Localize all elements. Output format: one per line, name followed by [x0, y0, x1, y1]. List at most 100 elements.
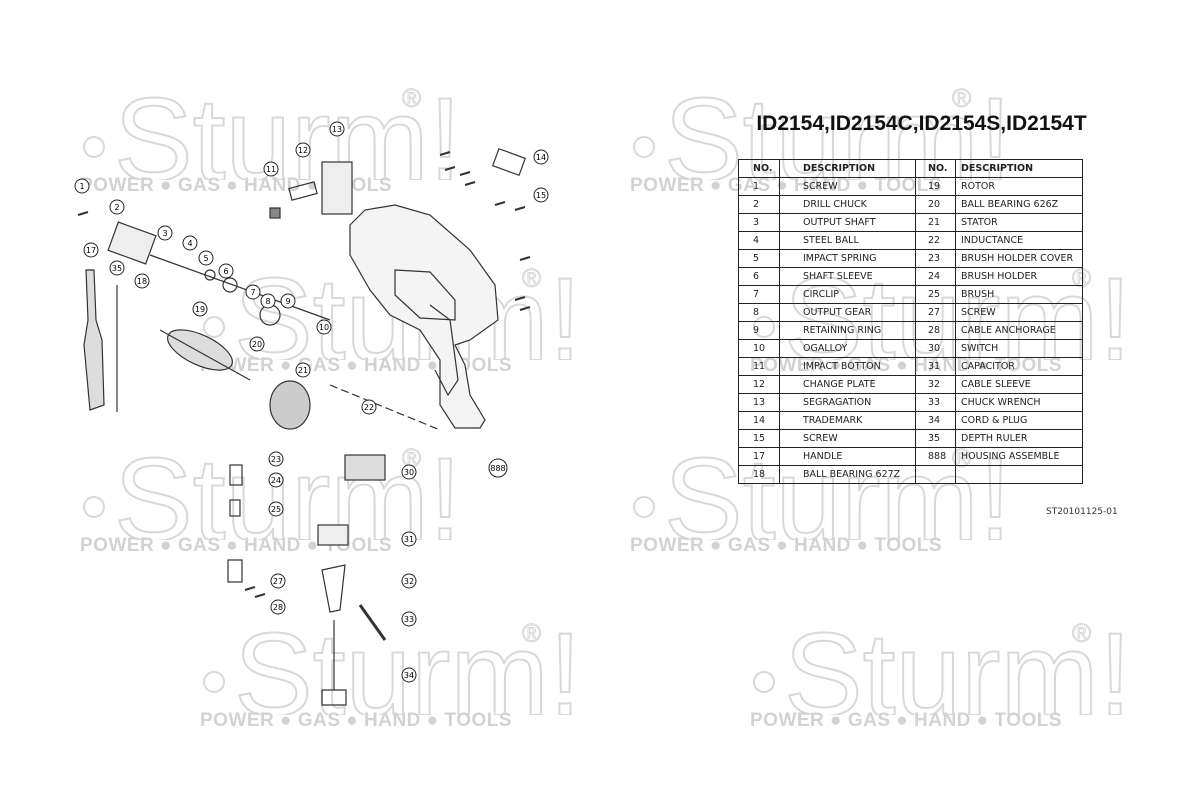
callout-17: 17: [83, 242, 99, 258]
svg-text:23: 23: [271, 455, 281, 464]
screw-part: [459, 171, 471, 176]
svg-text:21: 21: [298, 366, 308, 375]
svg-text:24: 24: [271, 476, 281, 485]
part-number: 14: [738, 411, 780, 430]
callout-4: 4: [182, 235, 198, 251]
sturm-watermark: Sturm!® POWER ● GAS ● HAND ● TOOLS: [750, 620, 1130, 731]
part-description: HOUSING ASSEMBLE: [955, 447, 1083, 466]
part-description: DESCRIPTION: [779, 159, 916, 178]
svg-text:19: 19: [195, 305, 205, 314]
part-number: 2: [738, 195, 780, 214]
part-number: 19: [915, 177, 956, 196]
part-number: 22: [915, 231, 956, 250]
part-number: 30: [915, 339, 956, 358]
part-number: 15: [738, 429, 780, 448]
callout-15: 15: [533, 187, 549, 203]
part-number: 21: [915, 213, 956, 232]
svg-text:1: 1: [79, 182, 84, 191]
callout-33: 33: [401, 611, 417, 627]
callout-7: 7: [245, 284, 261, 300]
part-description: CIRCLIP: [779, 285, 916, 304]
callout-18: 18: [134, 273, 150, 289]
svg-text:34: 34: [404, 671, 414, 680]
page-title: ID2154,ID2154C,ID2154S,ID2154T: [756, 112, 1087, 135]
screw-part: [514, 296, 526, 301]
svg-text:22: 22: [364, 403, 374, 412]
svg-text:Sturm!: Sturm!: [784, 620, 1130, 715]
part-number: 28: [915, 321, 956, 340]
svg-text:11: 11: [266, 165, 276, 174]
part-description: SCREW: [779, 429, 916, 448]
svg-text:9: 9: [285, 297, 290, 306]
svg-text:12: 12: [298, 146, 308, 155]
part-number: 3: [738, 213, 780, 232]
callout-1: 1: [74, 178, 90, 194]
part-number: 7: [738, 285, 780, 304]
part-number: 11: [738, 357, 780, 376]
part-number: 888: [915, 447, 956, 466]
screw-part: [519, 306, 531, 311]
screw-part: [519, 256, 531, 261]
housing-shape: [349, 204, 499, 429]
callout-11: 11: [263, 161, 279, 177]
part-number: 34: [915, 411, 956, 430]
part-description: HANDLE: [779, 447, 916, 466]
callout-35: 35: [109, 260, 125, 276]
svg-text:31: 31: [404, 535, 414, 544]
svg-text:35: 35: [112, 264, 122, 273]
svg-text:33: 33: [404, 615, 414, 624]
part-description: SEGRAGATION: [779, 393, 916, 412]
callout-24: 24: [268, 472, 284, 488]
part-number: NO.: [738, 159, 780, 178]
part-description: DEPTH RULER: [955, 429, 1083, 448]
part-description: TRADEMARK: [779, 411, 916, 430]
part-number: 12: [738, 375, 780, 394]
svg-text:5: 5: [203, 254, 208, 263]
callout-14: 14: [533, 149, 549, 165]
callout-9: 9: [280, 293, 296, 309]
svg-text:4: 4: [187, 239, 192, 248]
callout-2: 2: [109, 199, 125, 215]
part-number: 33: [915, 393, 956, 412]
svg-text:2: 2: [114, 203, 119, 212]
callout-5: 5: [198, 250, 214, 266]
screw-part: [77, 211, 89, 216]
part-number: 9: [738, 321, 780, 340]
callout-12: 12: [295, 142, 311, 158]
part-number: 4: [738, 231, 780, 250]
part-description: CORD & PLUG: [955, 411, 1083, 430]
svg-text:28: 28: [273, 603, 283, 612]
callout-27: 27: [270, 573, 286, 589]
svg-text:13: 13: [332, 125, 342, 134]
part-description: SHAFT SLEEVE: [779, 267, 916, 286]
watermark-tagline: POWER ● GAS ● HAND ● TOOLS: [750, 710, 1063, 731]
part-description: CABLE ANCHORAGE: [955, 321, 1083, 340]
callout-28: 28: [270, 599, 286, 615]
callout-10: 10: [316, 319, 332, 335]
callout-30: 30: [401, 464, 417, 480]
svg-text:15: 15: [536, 191, 546, 200]
part-number: 20: [915, 195, 956, 214]
svg-text:®: ®: [1072, 620, 1091, 648]
svg-text:888: 888: [490, 464, 505, 473]
callout-13: 13: [329, 121, 345, 137]
part-description: SCREW: [779, 177, 916, 196]
callout-21: 21: [295, 362, 311, 378]
callout-6: 6: [218, 263, 234, 279]
svg-text:6: 6: [223, 267, 228, 276]
part-number: NO.: [915, 159, 956, 178]
callout-888: 888: [488, 458, 508, 478]
